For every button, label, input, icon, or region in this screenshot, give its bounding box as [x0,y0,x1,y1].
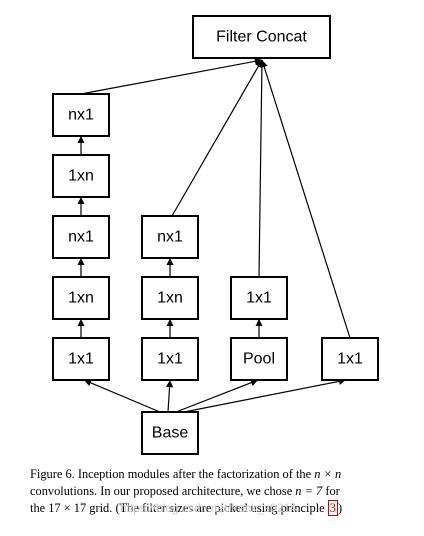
node-c1-r5-label: nx1 [68,107,94,124]
caption-line-3: the 17 × 17 grid. (The filter sizes are … [30,500,410,517]
node-c2-r3-label: nx1 [157,229,183,246]
edge-base-to-pool [175,379,259,413]
node-c3-r2-label: 1x1 [246,290,272,307]
edge-base-to-c4-1x1 [183,377,347,413]
caption-text-1: Figure 6. Inception modules after the fa… [30,467,315,481]
caption-math-n7: n = 7 [295,484,323,498]
node-c1-r4-label: 1xn [68,168,94,185]
node-c1-r4: 1xn [52,154,110,198]
node-c1-r5: nx1 [52,93,110,137]
node-pool-label: Pool [243,351,275,368]
node-c1-r3: nx1 [52,215,110,259]
edge-c4-to-concat [260,59,351,339]
node-c1-r1: 1x1 [52,337,110,381]
caption-text-2a: convolutions. In our proposed architectu… [30,484,296,498]
filter-concat-label: Filter Concat [216,29,307,46]
caption-text-2b: for [322,484,340,498]
node-base: Base [141,411,199,455]
node-pool: Pool [230,337,288,381]
caption-text-3a: the 17 × 17 grid. (The filter sizes are … [30,501,328,515]
node-c2-r1: 1x1 [141,337,199,381]
node-c4-r1-label: 1x1 [337,351,363,368]
filter-concat-node: Filter Concat [192,15,331,59]
node-c4-r1: 1x1 [321,337,379,381]
node-c2-r3: nx1 [141,215,199,259]
caption-reference-link[interactable]: 3 [327,500,338,516]
node-c1-r3-label: nx1 [68,229,94,246]
caption-math-nxn: n × n [314,467,342,481]
node-c2-r2-label: 1xn [157,290,183,307]
node-c2-r1-label: 1x1 [157,351,183,368]
edge-base-to-c2-1x1 [165,379,174,413]
caption-text-3b: ) [337,501,343,515]
edge-c3-top-to-concat [258,59,266,278]
edges [77,57,351,413]
edge-c1-top-to-concat [80,57,263,95]
caption-line-1: Figure 6. Inception modules after the fa… [30,466,410,483]
edge-c2-top-to-concat [171,59,263,217]
edge-base-to-c1-1x1 [83,379,161,413]
node-c1-r2-label: 1xn [68,290,94,307]
node-c2-r2: 1xn [141,276,199,320]
node-c3-r2: 1x1 [230,276,288,320]
node-base-label: Base [152,425,189,442]
caption-line-2: convolutions. In our proposed architectu… [30,483,410,500]
node-c1-r2: 1xn [52,276,110,320]
watermark-text: https://blog.csdn.net/frank_s0214 [120,501,297,515]
node-c1-r1-label: 1x1 [68,351,94,368]
figure-caption: Figure 6. Inception modules after the fa… [30,466,410,517]
